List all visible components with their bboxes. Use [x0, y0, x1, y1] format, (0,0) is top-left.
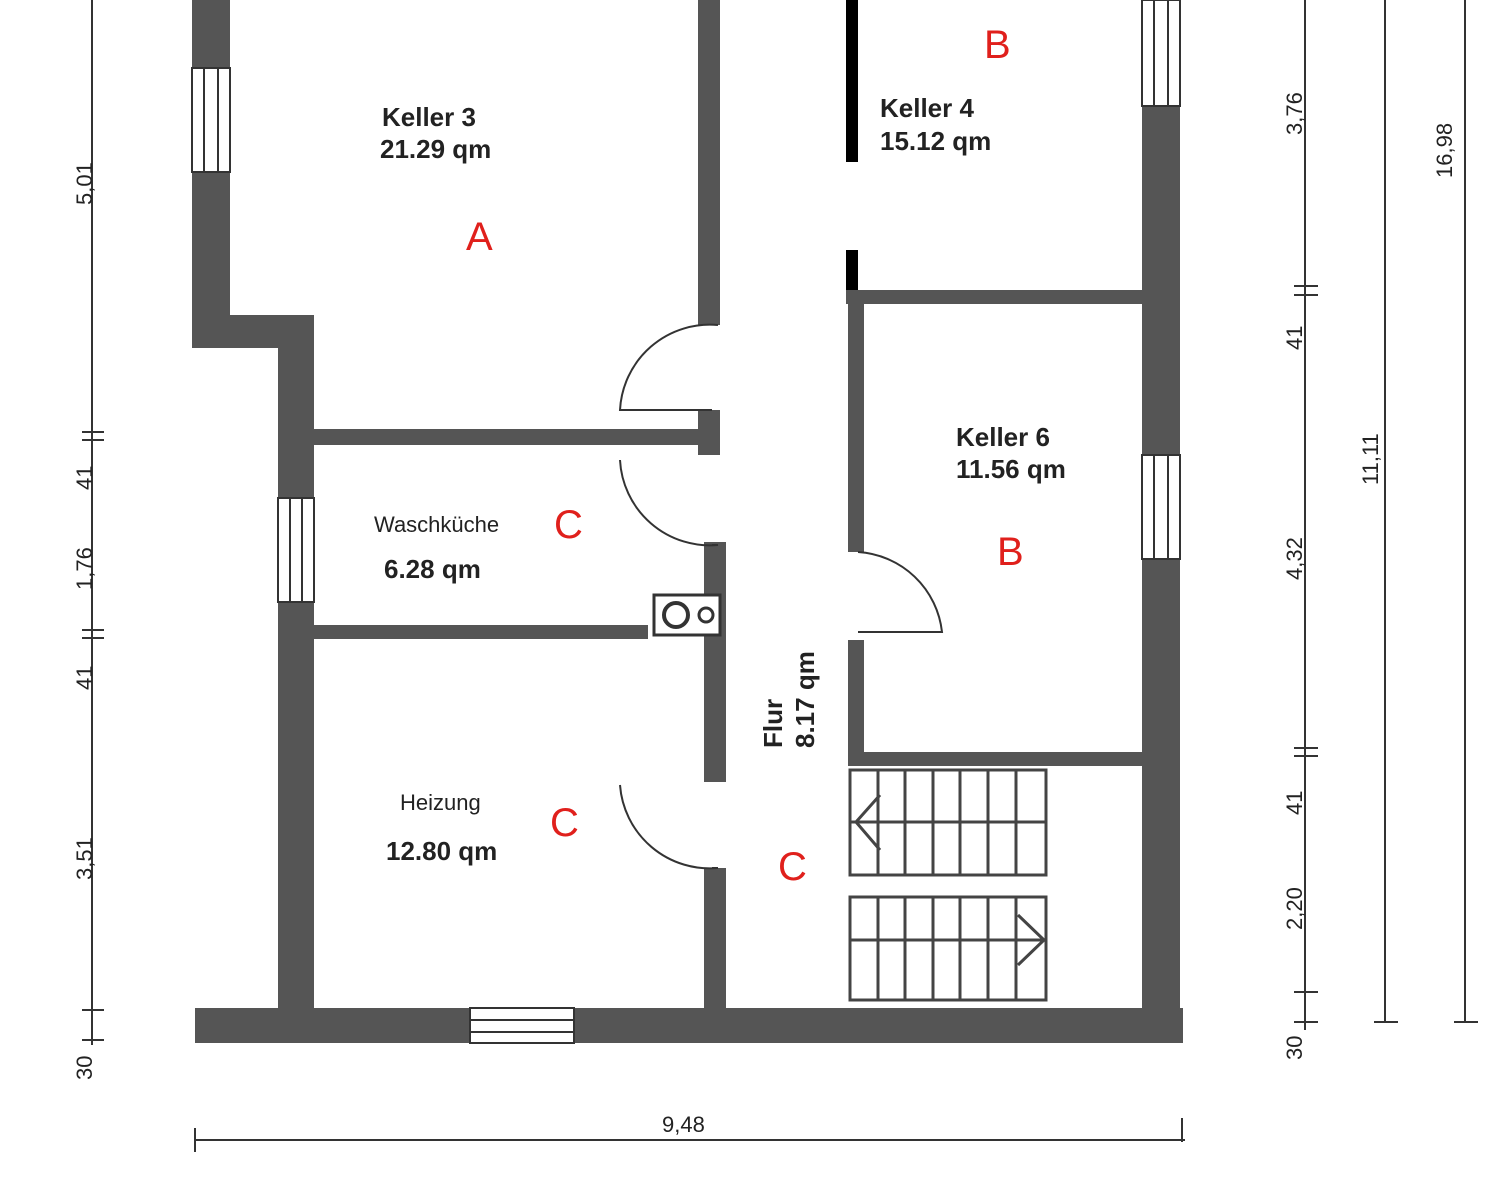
room-keller6-marker: B: [997, 530, 1024, 574]
dim-right-2: 41: [1282, 326, 1307, 350]
room-waschkueche-marker: C: [554, 503, 583, 547]
sink-fixture: [652, 593, 722, 637]
doors: [618, 323, 944, 870]
dim-right-6: 30: [1282, 1036, 1307, 1060]
room-waschkueche-name: Waschküche: [374, 512, 499, 537]
room-keller6-name: Keller 6: [956, 422, 1050, 452]
dim-left-2: 41: [72, 466, 97, 490]
dim-right-4: 41: [1282, 791, 1307, 815]
room-flur-marker: C: [778, 845, 807, 889]
room-waschkueche-area: 6.28 qm: [384, 554, 481, 584]
room-waschkueche: Waschküche 6.28 qm C: [374, 503, 583, 584]
room-flur: Flur 8.17 qm C: [758, 651, 820, 889]
walls: [192, 0, 1183, 1043]
right-dimension-chain: 3,76 41 4,32 41 2,20 30 11,11 16,98: [1282, 0, 1478, 1060]
dim-left-4: 41: [72, 666, 97, 690]
room-keller6: Keller 6 11.56 qm B: [956, 422, 1066, 574]
dim-right-3: 4,32: [1282, 537, 1307, 580]
dim-left-3: 1,76: [72, 547, 97, 590]
room-keller4-name: Keller 4: [880, 93, 974, 123]
room-heizung-name: Heizung: [400, 790, 481, 815]
dim-left-6: 30: [72, 1056, 97, 1080]
left-dimension-chain: 5,01 41 1,76 41 3,51 30: [72, 0, 104, 1080]
room-keller4-area: 15.12 qm: [880, 126, 991, 156]
dim-left-1: 5,01: [72, 162, 97, 205]
room-flur-area: 8.17 qm: [790, 651, 820, 748]
room-keller3-name: Keller 3: [382, 102, 476, 132]
bottom-dimension: 9,48: [194, 1112, 1185, 1152]
room-keller4: Keller 4 15.12 qm B: [880, 23, 1011, 156]
dim-left-5: 3,51: [72, 837, 97, 880]
room-flur-name: Flur: [758, 699, 788, 748]
dim-bottom: 9,48: [662, 1112, 705, 1137]
room-heizung-area: 12.80 qm: [386, 836, 497, 866]
room-heizung: Heizung 12.80 qm C: [386, 790, 579, 866]
dim-right-5: 2,20: [1282, 887, 1307, 930]
windows: [191, 0, 1181, 1044]
room-keller4-marker: B: [984, 23, 1011, 67]
dim-right-total-1: 11,11: [1358, 433, 1383, 485]
room-heizung-marker: C: [550, 801, 579, 845]
room-keller6-area: 11.56 qm: [956, 454, 1066, 484]
room-keller3-marker: A: [466, 215, 493, 259]
room-keller3-area: 21.29 qm: [380, 134, 491, 164]
staircase: [848, 768, 1048, 1002]
dim-right-total-2: 16,98: [1432, 123, 1457, 178]
dim-right-1: 3,76: [1282, 92, 1307, 135]
room-keller3: Keller 3 21.29 qm A: [380, 102, 493, 259]
